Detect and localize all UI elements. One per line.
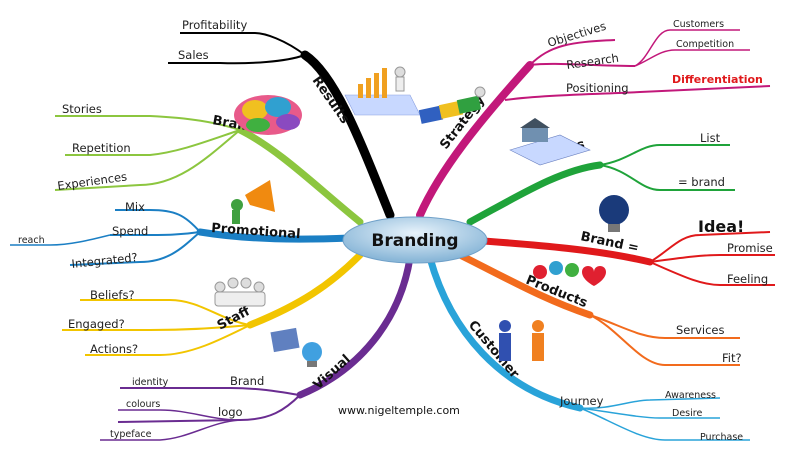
leaf-promise: Promise <box>727 241 773 255</box>
leaf-sales: Sales <box>178 48 209 62</box>
branch-customer: Customer Journey Awareness Desire Purcha… <box>426 254 750 443</box>
lightbulb-idea-icon <box>599 195 629 232</box>
leaf-list: List <box>700 131 721 145</box>
leaf-services: Services <box>676 323 725 337</box>
leaf-customers: Customers <box>673 19 724 30</box>
leaf-equals-brand: = brand <box>678 175 725 189</box>
leaf-objectives: Objectives <box>546 19 608 50</box>
leaf-awareness: Awareness <box>665 390 716 401</box>
branch-label-customer: Customer <box>465 318 522 382</box>
leaf-profitability: Profitability <box>182 18 247 32</box>
leaf-spend: Spend <box>112 224 148 238</box>
leaf-journey: Journey <box>559 394 604 408</box>
leaf-logo: logo <box>218 405 243 419</box>
branch-label-staff: Staff <box>215 304 253 334</box>
leaf-experiences: Experiences <box>56 169 127 193</box>
leaf-reach: reach <box>18 235 45 246</box>
megaphone-frog-icon <box>231 180 275 224</box>
products-shapes-icon <box>533 261 606 286</box>
leaf-differentiation: Differentiation <box>672 73 763 86</box>
team-people-icon <box>214 277 266 307</box>
leaf-mix: Mix <box>125 200 145 214</box>
leaf-research: Research <box>565 51 619 72</box>
leaf-idea: Idea! <box>698 217 744 236</box>
puzzle-people-icon <box>418 86 486 124</box>
footer-url: www.nigeltemple.com <box>338 404 460 417</box>
leaf-competition: Competition <box>676 39 734 50</box>
leaf-colours: colours <box>126 399 160 410</box>
leaf-typeface: typeface <box>110 429 152 440</box>
branch-staff: Staff Beliefs? Engaged? Actions? <box>62 251 364 356</box>
leaf-beliefs: Beliefs? <box>90 288 135 302</box>
leaf-actions: Actions? <box>90 342 138 356</box>
leaf-repetition: Repetition <box>72 141 131 155</box>
lightbulb-easel-icon <box>270 327 322 367</box>
handshake-people-icon <box>499 320 544 361</box>
house-plan-icon <box>509 118 591 166</box>
bar-chart-icon <box>344 66 421 116</box>
leaf-identity: identity <box>132 377 169 388</box>
leaf-purchase: Purchase <box>700 432 743 443</box>
leaf-positioning: Positioning <box>566 81 629 95</box>
leaf-engaged: Engaged? <box>68 317 125 331</box>
center-node: Branding <box>342 216 488 264</box>
branch-brain: Brain Stories Repetition Experiences <box>54 95 364 226</box>
leaf-integrated: Integrated? <box>71 250 138 271</box>
center-label: Branding <box>371 231 458 251</box>
leaf-fit: Fit? <box>722 351 742 365</box>
leaf-stories: Stories <box>62 102 102 116</box>
brain-icon <box>234 95 302 135</box>
leaf-feeling: Feeling <box>727 272 768 286</box>
leaf-desire: Desire <box>672 408 702 419</box>
branch-label-promotional: Promotional <box>211 221 301 242</box>
leaf-brand: Brand <box>230 374 264 388</box>
branch-promotional: Promotional Mix Spend Integrated? reach <box>10 180 354 271</box>
branch-brand-eq: Brand = Idea! Promise Feeling <box>466 195 775 286</box>
